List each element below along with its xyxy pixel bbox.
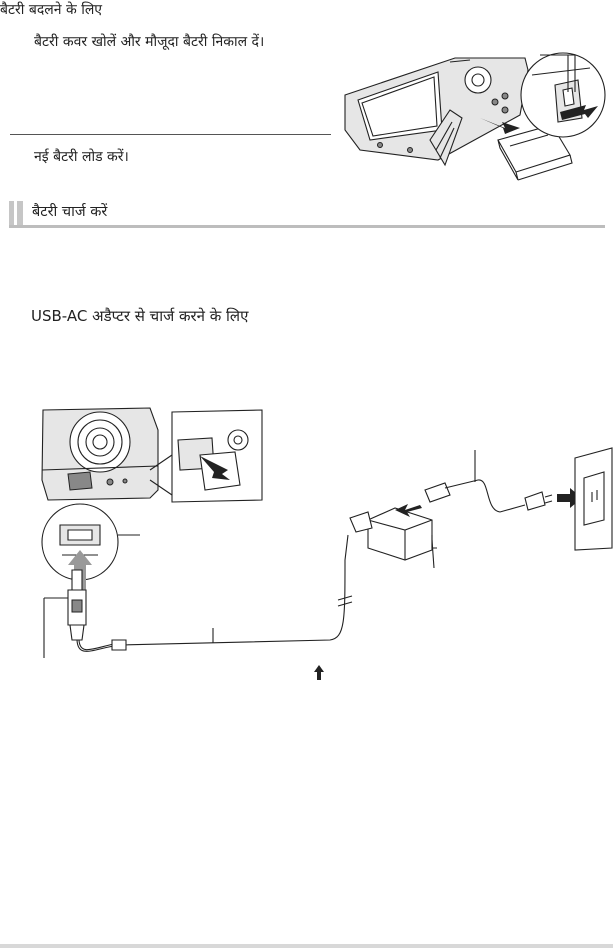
replace-battery-heading: बैटरी बदलने के लिए <box>0 2 103 18</box>
section-title: बैटरी चार्ज करें <box>32 204 108 220</box>
section-marker <box>17 201 23 227</box>
camera-battery-illustration <box>344 52 606 181</box>
usb-ac-charging-illustration <box>41 407 613 680</box>
footer-rule <box>0 944 613 948</box>
step-remove-battery: बैटरी कवर खोलें और मौजूदा बैटरी निकाल दे… <box>34 34 265 50</box>
step-load-battery: नई बैटरी लोड करें। <box>34 149 129 165</box>
usb-ac-heading: USB-AC अडैप्टर से चार्ज करने के लिए <box>31 307 249 325</box>
divider <box>10 134 331 135</box>
section-marker <box>9 201 14 227</box>
section-underline <box>9 225 605 228</box>
